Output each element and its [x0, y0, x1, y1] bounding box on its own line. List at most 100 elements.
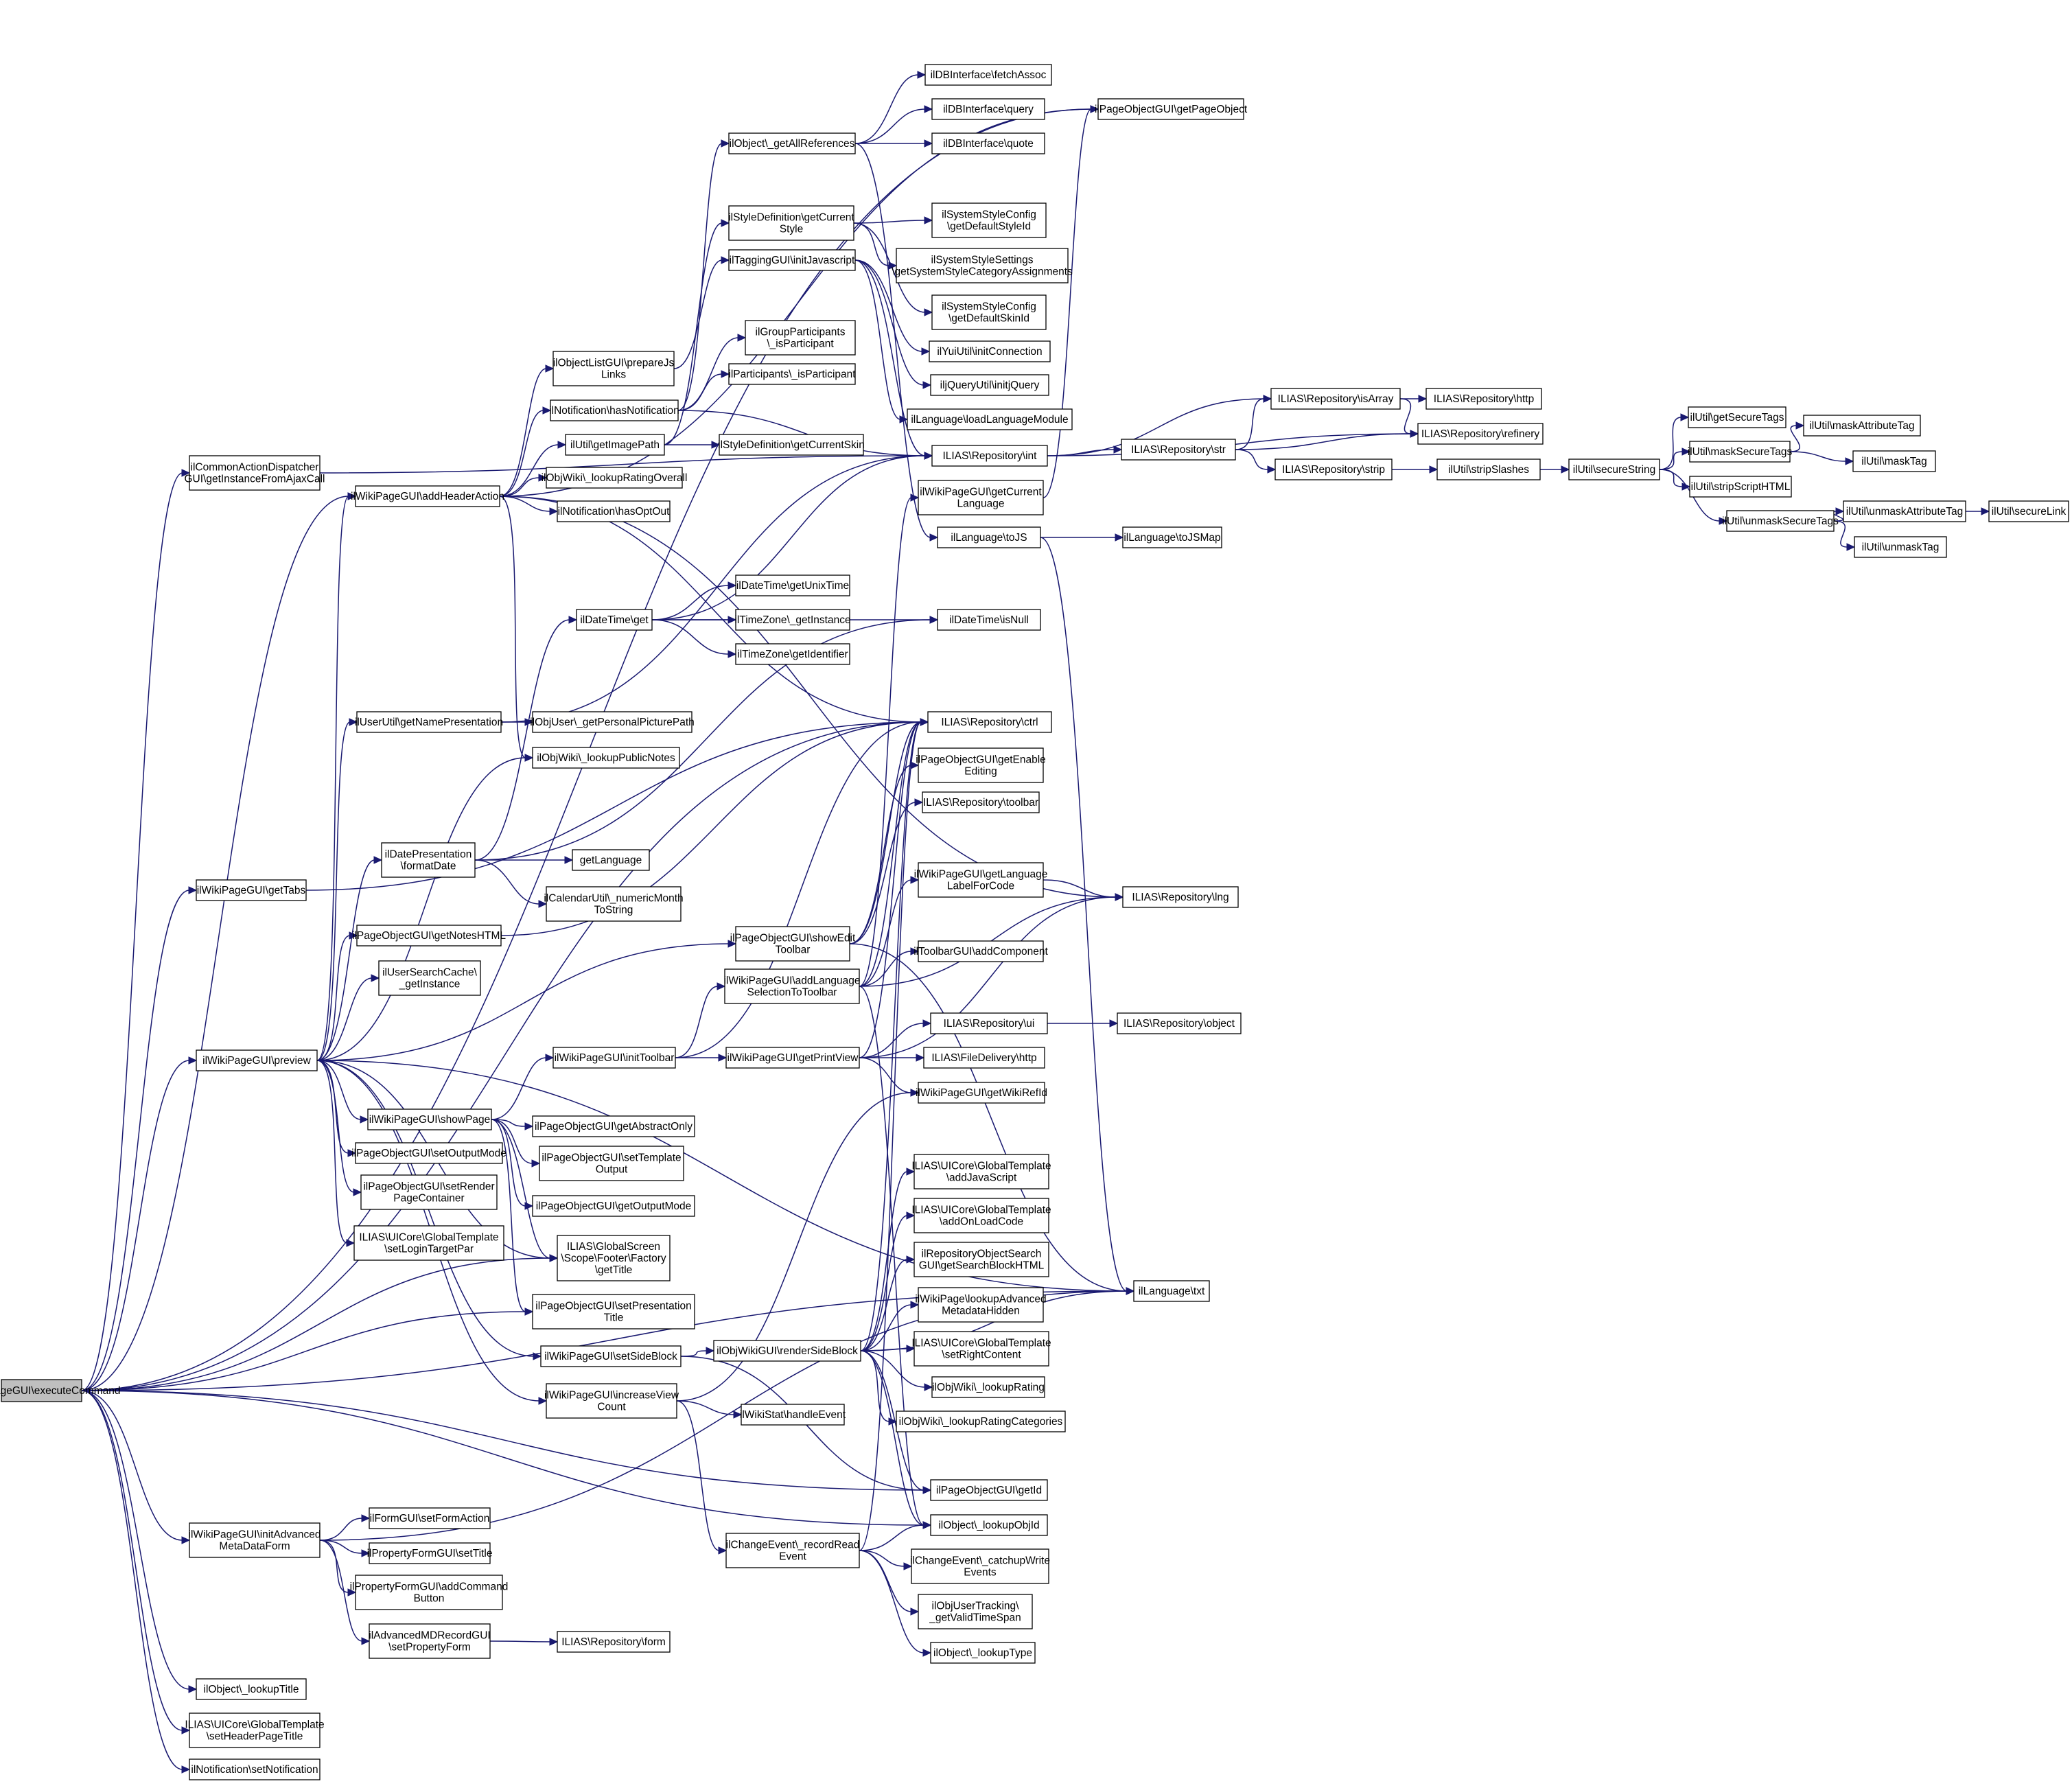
- node-box-addcomponent[interactable]: [918, 940, 1044, 962]
- node-box-loadlang[interactable]: [907, 408, 1073, 430]
- node-box-abstractonly[interactable]: [532, 1115, 695, 1137]
- node-box-incview[interactable]: [546, 1383, 677, 1419]
- node-tagging[interactable]: ilTaggingGUI\initJavascript: [728, 249, 856, 271]
- node-box-tabs[interactable]: [196, 879, 307, 901]
- node-repostr[interactable]: ILIAS\Repository\str: [1121, 439, 1236, 461]
- node-box-ratingcats[interactable]: [896, 1410, 1066, 1432]
- node-box-tzident[interactable]: [735, 643, 850, 665]
- node-box-stylecurrent[interactable]: [728, 205, 854, 241]
- node-box-repostr[interactable]: [1121, 439, 1236, 461]
- node-box-tojs[interactable]: [937, 526, 1041, 548]
- node-unixtime[interactable]: ilDateTime\getUnixTime: [735, 574, 850, 596]
- node-box-unixtime[interactable]: [735, 574, 850, 596]
- node-box-lookuptype[interactable]: [930, 1642, 1036, 1664]
- node-setoutput[interactable]: ilPageObjectGUI\setOutputMode: [351, 1142, 507, 1164]
- node-showpage[interactable]: ilWikiPageGUI\showPage: [367, 1108, 492, 1130]
- node-imagepath[interactable]: ilUtil\getImagePath: [565, 434, 665, 456]
- node-box-yui[interactable]: [929, 340, 1051, 362]
- node-datetimeget[interactable]: ilDateTime\get: [576, 609, 653, 631]
- node-box-defstyleid[interactable]: [931, 202, 1047, 238]
- node-box-getid[interactable]: [930, 1479, 1048, 1501]
- node-box-catchup[interactable]: [911, 1548, 1049, 1584]
- node-jquery[interactable]: iljQueryUtil\initjQuery: [930, 374, 1049, 396]
- node-box-hasoptout[interactable]: [557, 500, 671, 522]
- node-box-securelink[interactable]: [1988, 500, 2069, 522]
- node-box-footertitle[interactable]: [557, 1235, 671, 1281]
- node-box-defskinid[interactable]: [931, 294, 1047, 330]
- node-setright[interactable]: ILIAS\UICore\GlobalTemplate\setRightCont…: [911, 1331, 1051, 1367]
- node-getlanguage[interactable]: getLanguage: [572, 849, 650, 871]
- node-box-stripscript[interactable]: [1689, 476, 1792, 498]
- node-box-formatdate[interactable]: [381, 842, 476, 878]
- node-getid[interactable]: ilPageObjectGUI\getId: [930, 1479, 1048, 1501]
- node-box-tagging[interactable]: [728, 249, 856, 271]
- node-box-masktags[interactable]: [1689, 441, 1791, 463]
- node-tojsmap[interactable]: ilLanguage\toJSMap: [1122, 526, 1222, 548]
- node-preview[interactable]: ilWikiPageGUI\preview: [196, 1049, 318, 1071]
- node-gettags[interactable]: ilUtil\getSecureTags: [1688, 406, 1786, 428]
- node-box-setoutput[interactable]: [355, 1142, 503, 1164]
- node-box-searchblock[interactable]: [913, 1242, 1049, 1277]
- node-setsideblock[interactable]: ilWikiPageGUI\setSideBlock: [540, 1345, 682, 1367]
- node-root[interactable]: ilWikiPageGUI\executeCommand: [0, 1379, 121, 1402]
- node-box-rendersideblock[interactable]: [713, 1340, 861, 1362]
- node-wikistat[interactable]: ilWikiStat\handleEvent: [740, 1404, 846, 1426]
- node-tabs[interactable]: ilWikiPageGUI\getTabs: [196, 879, 307, 901]
- node-box-setprestitle[interactable]: [532, 1294, 695, 1330]
- node-box-validspan[interactable]: [918, 1594, 1033, 1629]
- node-langtxt[interactable]: ilLanguage\txt: [1133, 1280, 1210, 1302]
- node-masktags[interactable]: ilUtil\maskSecureTags: [1688, 441, 1793, 463]
- node-box-groupparts[interactable]: [745, 320, 856, 356]
- node-box-initadv[interactable]: [189, 1522, 321, 1558]
- node-box-repoobject[interactable]: [1117, 1012, 1242, 1034]
- node-parts[interactable]: ilParticipants\_isParticipant: [728, 363, 856, 385]
- node-box-currentlang[interactable]: [918, 480, 1044, 515]
- node-box-langlabel[interactable]: [918, 862, 1044, 898]
- node-box-settemplateout[interactable]: [539, 1146, 684, 1181]
- node-dbquote[interactable]: ilDBInterface\quote: [931, 132, 1045, 154]
- node-inittoolbar[interactable]: ilWikiPageGUI\initToolbar: [552, 1047, 676, 1069]
- node-repolng[interactable]: ILIAS\Repository\lng: [1122, 886, 1239, 908]
- node-box-filehttp[interactable]: [923, 1047, 1045, 1069]
- node-box-tzinstance[interactable]: [735, 609, 850, 631]
- node-repoform[interactable]: ILIAS\Repository\form: [557, 1631, 671, 1653]
- node-box-setnotif[interactable]: [189, 1758, 321, 1780]
- node-hasnotif[interactable]: ilNotification\hasNotification: [549, 399, 679, 421]
- node-securelink[interactable]: ilUtil\secureLink: [1988, 500, 2069, 522]
- node-ctrl[interactable]: ILIAS\Repository\ctrl: [927, 711, 1052, 733]
- node-repoint[interactable]: ILIAS\Repository\int: [931, 445, 1048, 467]
- node-box-catassign[interactable]: [896, 248, 1069, 283]
- node-box-ctrl[interactable]: [927, 711, 1052, 733]
- node-tzinstance[interactable]: ilTimeZone\_getInstance: [734, 609, 851, 631]
- node-securestring[interactable]: ilUtil\secureString: [1568, 458, 1660, 480]
- node-box-imagepath[interactable]: [565, 434, 665, 456]
- node-box-isarray[interactable]: [1270, 388, 1401, 410]
- node-box-datetimeget[interactable]: [576, 609, 653, 631]
- node-filehttp[interactable]: ILIAS\FileDelivery\http: [923, 1047, 1045, 1069]
- node-isnull[interactable]: ilDateTime\isNull: [937, 609, 1041, 631]
- node-propsettitle[interactable]: ilPropertyFormGUI\setTitle: [367, 1542, 493, 1564]
- node-validspan[interactable]: ilObjUserTracking\_getValidTimeSpan: [918, 1594, 1033, 1629]
- node-box-searchcache[interactable]: [378, 960, 481, 996]
- node-setpropform[interactable]: ilAdvancedMDRecordGUI\setPropertyForm: [369, 1623, 491, 1659]
- node-box-setsideblock[interactable]: [540, 1345, 682, 1367]
- node-wikirefid[interactable]: ilWikiPageGUI\getWikiRefId: [916, 1082, 1047, 1104]
- node-addlang[interactable]: ilWikiPageGUI\addLanguageSelectionToTool…: [723, 968, 861, 1004]
- node-box-propsettitle[interactable]: [369, 1542, 491, 1564]
- node-box-notes[interactable]: [356, 925, 502, 947]
- node-tzident[interactable]: ilTimeZone\getIdentifier: [735, 643, 850, 665]
- node-box-numericmonth[interactable]: [546, 886, 682, 922]
- node-rendersideblock[interactable]: ilObjWikiGUI\renderSideBlock: [713, 1340, 861, 1362]
- node-dbquery[interactable]: ilDBInterface\query: [931, 98, 1045, 120]
- node-box-root[interactable]: [1, 1379, 82, 1402]
- node-box-getoutputmode[interactable]: [532, 1195, 695, 1217]
- node-repoobject[interactable]: ILIAS\Repository\object: [1117, 1012, 1242, 1034]
- node-box-wikistat[interactable]: [741, 1404, 845, 1426]
